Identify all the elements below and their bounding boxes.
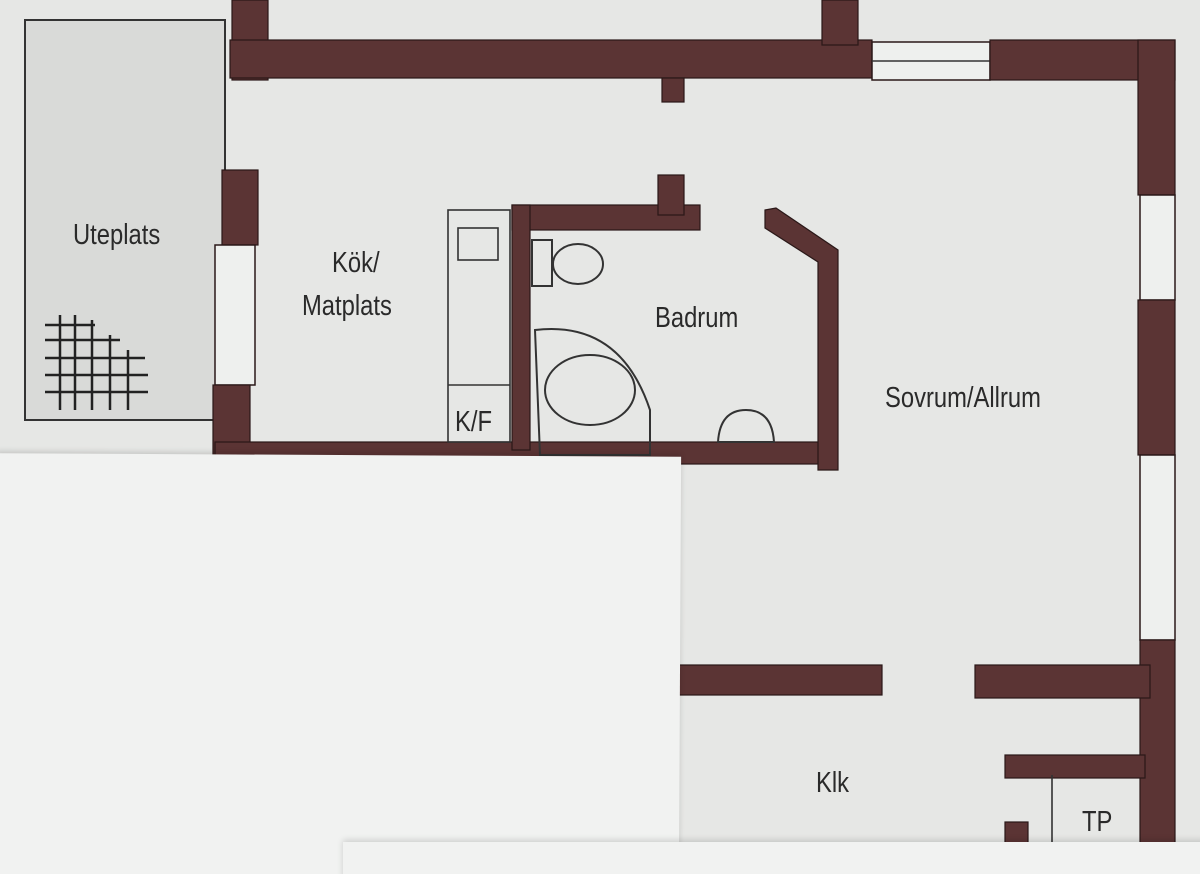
overlay-paper: [0, 453, 682, 874]
wall-bath-stub: [657, 174, 685, 216]
window-kitchen: [214, 244, 256, 386]
room-label-matplats: Matplats: [302, 290, 392, 322]
wall-right-2: [1137, 299, 1176, 456]
wall-right-1: [1137, 39, 1176, 196]
patio-area: [24, 19, 226, 421]
room-label-badrum: Badrum: [655, 302, 739, 334]
patio-tiles-icon: [45, 315, 148, 410]
room-label-klk: Klk: [816, 767, 850, 799]
wall-hall-right: [974, 664, 1151, 699]
wall-kitchen-left-1: [221, 169, 259, 246]
toilet-icon: [531, 239, 604, 287]
room-label-tp: TP: [1082, 806, 1113, 838]
wall-top: [229, 39, 873, 79]
wall-stub-ceiling: [661, 77, 685, 103]
wall-top-stub: [821, 0, 859, 46]
kitchen-sink-icon: [457, 227, 499, 261]
room-label-sovrum: Sovrum/Allrum: [885, 382, 1041, 414]
wall-bath-left: [511, 204, 531, 451]
wall-closet-top: [1004, 754, 1146, 779]
wall-hall-left: [677, 664, 883, 696]
washbasin-icon: [716, 408, 776, 443]
wall-bath-diagonal: [764, 207, 839, 471]
room-label-kf: K/F: [455, 406, 493, 438]
overlay-paper-bottom: [343, 842, 1200, 874]
tub-basin-icon: [544, 354, 636, 426]
kitchen-counter: [447, 209, 511, 443]
room-label-uteplats: Uteplats: [73, 219, 161, 251]
window-right-1: [1139, 194, 1176, 301]
bathtub-icon: [533, 328, 651, 456]
room-label-kok: Kök/: [332, 247, 380, 279]
window-right-2: [1139, 454, 1176, 641]
